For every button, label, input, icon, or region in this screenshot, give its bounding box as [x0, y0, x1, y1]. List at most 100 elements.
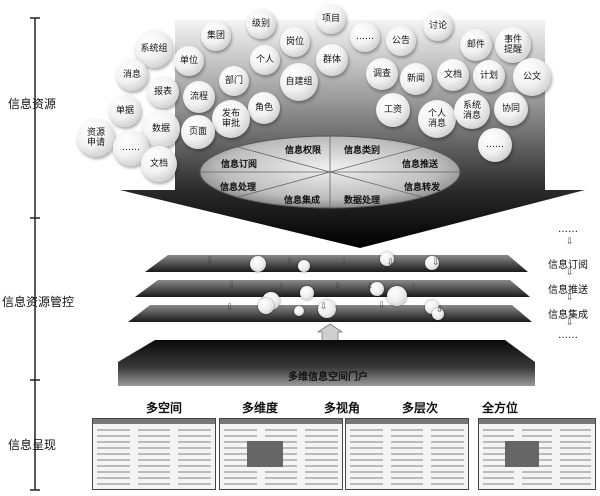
- resource-bubble-label: 集团: [206, 31, 225, 41]
- thumbnail-text-line: [305, 459, 338, 461]
- tab-label-4: 全方位: [482, 401, 519, 415]
- thumbnail-text-line: [224, 471, 257, 473]
- resource-bubble-gangwei: 岗位: [280, 27, 310, 57]
- thumbnail-text-line: [137, 429, 171, 431]
- thumbnail-text-line: [264, 483, 298, 485]
- resource-bubble-qunti: 群体: [316, 44, 348, 76]
- thumbnail-text-line: [137, 471, 171, 473]
- thumbnail-text-line: [390, 477, 424, 479]
- thumbnail-text-line: [350, 471, 383, 473]
- flow-dots-bottom: ……: [558, 330, 578, 341]
- stage-label-management: 信息资源管控: [2, 295, 75, 309]
- resource-bubble-label: 工资: [383, 105, 402, 115]
- resource-bubble-liucheng: 流程: [183, 81, 215, 113]
- thumbnail-text-line: [483, 453, 514, 455]
- resource-bubble-wenjian: 文档: [141, 146, 177, 182]
- thumbnail-text-line: [178, 465, 211, 467]
- thumbnail-text-line: [305, 447, 338, 449]
- thumbnail-text-line: [224, 441, 257, 443]
- resource-bubble-jihua: 计划: [473, 60, 505, 92]
- tab-label-1: 多维度: [242, 401, 279, 415]
- thumbnail-text-line: [431, 483, 464, 485]
- resource-bubble-dots3: ……: [478, 128, 512, 162]
- thumbnail-text-line: [137, 435, 171, 437]
- resource-bubble-gonggao: 公告: [386, 26, 416, 56]
- thumbnail-photo: [504, 441, 540, 467]
- thumbnail-text-line: [431, 429, 464, 431]
- resource-bubble-label: 个人: [255, 55, 274, 65]
- thumbnail-titlebar: [93, 419, 215, 424]
- thumbnail-text-line: [178, 459, 211, 461]
- thumbnail-text-line: [137, 459, 171, 461]
- thumbnail-text-line: [350, 483, 383, 485]
- thumbnail-text-line: [560, 441, 591, 443]
- resource-bubble-label: 公告: [391, 36, 410, 46]
- thumbnail-text-line: [178, 471, 211, 473]
- resource-bubble-wendang: 文档: [437, 59, 469, 91]
- thumbnail-text-line: [350, 453, 383, 455]
- thumbnail-text-line: [137, 447, 171, 449]
- down-arrow-icon: ⇩: [366, 282, 374, 292]
- thumbnail-text-line: [224, 453, 257, 455]
- thumbnail-text-line: [224, 429, 257, 431]
- resource-bubble-juese: 角色: [248, 92, 280, 124]
- resource-bubble-baobiao: 报表: [147, 76, 179, 108]
- thumbnail-text-line: [560, 459, 591, 461]
- thumbnail-text-line: [97, 441, 130, 443]
- down-arrow-icon: ⇩: [334, 282, 342, 292]
- resource-bubble-diaocha: 调查: [366, 58, 398, 90]
- thumbnail-text-line: [521, 483, 553, 485]
- thumbnail-text-line: [224, 447, 257, 449]
- disc-shujuchuli: 数据处理: [344, 196, 381, 206]
- resource-bubble-label: ……: [122, 143, 140, 153]
- thumbnail-text-line: [390, 465, 424, 467]
- resource-bubble-label: 公文: [522, 72, 541, 82]
- thumbnail-text-line: [178, 447, 211, 449]
- resource-bubble-gongzi: 工资: [376, 93, 410, 127]
- thumbnail-text-line: [305, 453, 338, 455]
- resource-bubble-label: 计划: [479, 71, 498, 81]
- flow-arrow-2: ⇩: [566, 268, 574, 278]
- down-arrow-icon: ⇩: [340, 258, 348, 268]
- thumbnail-text-line: [97, 453, 130, 455]
- thumbnail-text-line: [97, 483, 130, 485]
- thumbnail-text-line: [431, 459, 464, 461]
- resource-bubble-label: 页面: [188, 127, 207, 137]
- layer-bubble: [258, 298, 274, 314]
- layer-bubble: [294, 306, 304, 316]
- resource-bubble-taolun: 讨论: [423, 11, 453, 41]
- down-arrow-icon: ⇩: [206, 256, 214, 266]
- resource-bubble-label: 岗位: [285, 37, 304, 47]
- thumbnail-photo: [246, 441, 284, 467]
- resource-bubble-label: 角色: [254, 103, 273, 113]
- resource-bubble-label: 新闻: [406, 74, 425, 84]
- resource-bubble-label: 部门: [224, 76, 243, 86]
- thumbnail-text-line: [350, 435, 383, 437]
- thumbnail-text-line: [178, 483, 211, 485]
- tab-label-3: 多层次: [402, 401, 439, 415]
- tab-label-2: 多视角: [324, 401, 361, 415]
- thumbnail-titlebar: [346, 419, 468, 424]
- thumbnail-text-line: [560, 477, 591, 479]
- flow-arrow-3: ⇩: [566, 293, 574, 303]
- disc-chuli: 信息处理: [220, 183, 257, 193]
- resource-bubble-label: 发布 审批: [221, 109, 240, 129]
- resource-bubble-label: 单位: [179, 56, 198, 66]
- thumbnail-text-line: [305, 429, 338, 431]
- thumbnail-text-line: [350, 429, 383, 431]
- thumbnail-text-line: [560, 483, 591, 485]
- thumbnail-text-line: [305, 441, 338, 443]
- thumbnail-text-line: [431, 471, 464, 473]
- thumbnail-text-line: [521, 435, 553, 437]
- thumbnail-text-line: [483, 459, 514, 461]
- resource-bubble-ziyuan: 资源 申请: [77, 119, 115, 157]
- thumbnail-text-line: [483, 477, 514, 479]
- thumbnail-text-line: [431, 453, 464, 455]
- layer-bubble: [250, 256, 266, 272]
- thumbnail-text-line: [390, 453, 424, 455]
- resource-bubble-label: 文档: [149, 159, 168, 169]
- down-arrow-icon: ⇩: [286, 257, 294, 267]
- resource-bubble-shuju: 数据: [142, 110, 180, 148]
- resource-bubble-bumen: 部门: [219, 66, 249, 96]
